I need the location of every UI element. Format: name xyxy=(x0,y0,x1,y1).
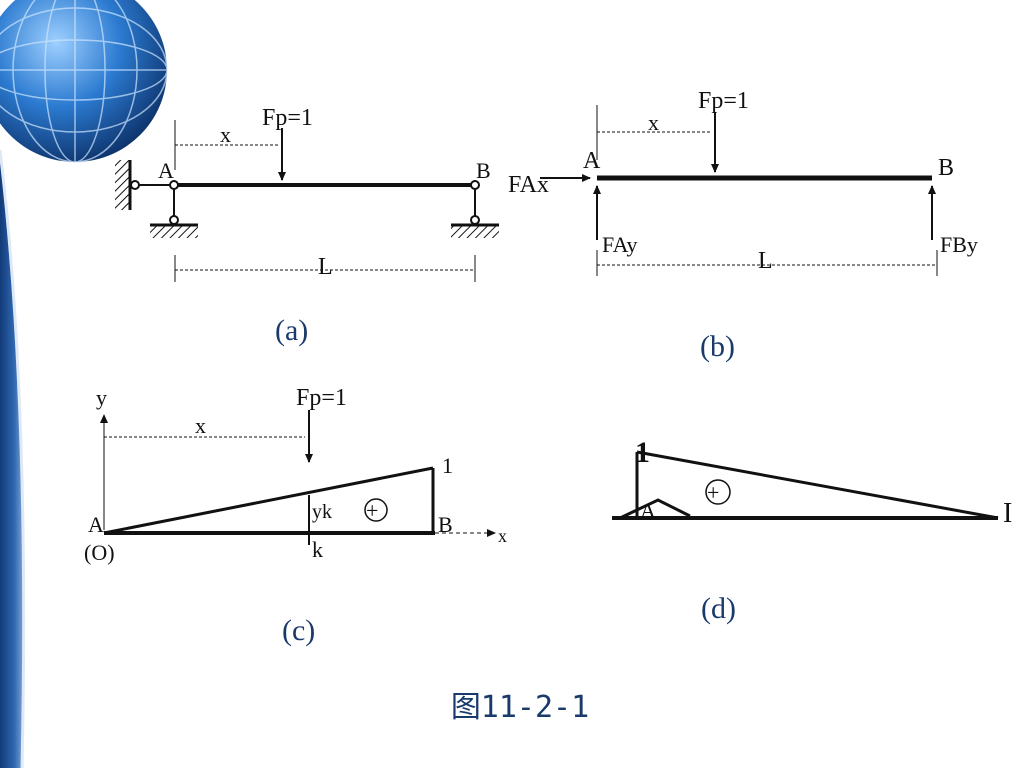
caption-c: (c) xyxy=(282,614,315,647)
panel-a: Fp=1 x A B L (a) xyxy=(115,105,499,347)
caption-b: (b) xyxy=(700,330,735,363)
figure-caption: 图11-2-1 xyxy=(450,690,590,725)
panel-c: y x Fp=1 x 1 yk k A B (O) + (c) xyxy=(84,385,507,647)
point-a-label: A xyxy=(158,158,174,183)
svg-text:+: + xyxy=(707,480,719,505)
reaction-ay-label: FAy xyxy=(602,232,637,257)
point-a-label-c: A xyxy=(88,512,104,537)
reaction-by-label: FBy xyxy=(940,232,978,257)
svg-text:+: + xyxy=(366,498,378,523)
dim-x-b: x xyxy=(648,110,659,135)
axis-y-label: y xyxy=(96,385,107,410)
globe-icon xyxy=(0,0,168,163)
point-a-label-b: A xyxy=(583,148,601,174)
influence-line-c xyxy=(103,466,434,535)
point-b-label: B xyxy=(476,158,491,183)
positive-sign-d xyxy=(705,479,731,505)
decorative-sidebar xyxy=(0,149,26,768)
panel-d: 1 A I + (d) xyxy=(612,436,1012,625)
caption-a: (a) xyxy=(275,314,308,347)
caption-d: (d) xyxy=(701,592,736,625)
force-label-c: Fp=1 xyxy=(296,385,347,411)
ordinate-yk-label: yk xyxy=(312,501,332,523)
force-label-a: Fp=1 xyxy=(262,105,313,131)
point-b-label-b: B xyxy=(938,155,954,181)
axis-x-label: x xyxy=(498,526,507,546)
reaction-ax-label: FAx xyxy=(508,172,549,198)
influence-line-d xyxy=(636,450,999,520)
panel-b: Fp=1 x A B FAx FAy FBy L (b) xyxy=(508,88,978,363)
force-label-b: Fp=1 xyxy=(698,88,749,114)
origin-label: (O) xyxy=(84,540,115,565)
point-end-label-d: I xyxy=(1003,498,1012,529)
value-1-d: 1 xyxy=(635,436,650,469)
dim-L-a: L xyxy=(318,254,333,280)
point-b-label-c: B xyxy=(438,512,453,537)
value-1-c: 1 xyxy=(442,453,453,478)
wall-support-a xyxy=(115,160,129,210)
point-k-label: k xyxy=(312,537,323,562)
dim-L-b: L xyxy=(758,248,773,274)
dim-x-a: x xyxy=(220,122,231,147)
dim-x-c: x xyxy=(195,413,206,438)
positive-sign-c xyxy=(364,498,388,522)
point-a-label-d: A xyxy=(640,498,656,523)
